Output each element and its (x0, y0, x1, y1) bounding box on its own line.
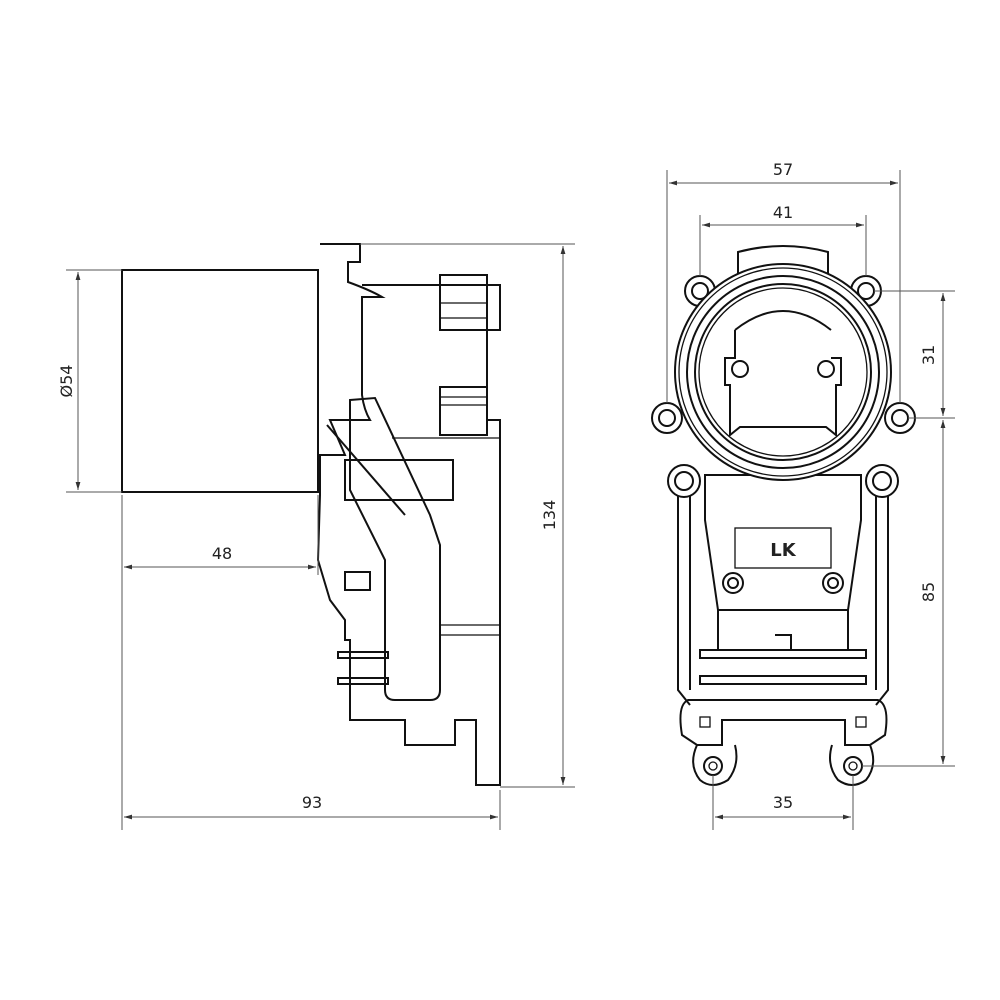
dim-48: 48 (212, 544, 232, 563)
dim-57: 57 (773, 160, 793, 179)
side-clip-mid (439, 386, 488, 436)
dim-134: 134 (540, 500, 559, 531)
logo-plate (734, 527, 832, 569)
pipe-cylinder (121, 269, 319, 493)
brand-logo: LK (770, 540, 796, 561)
side-lever (344, 459, 454, 501)
dim-85: 85 (919, 582, 938, 602)
dim-35: 35 (773, 793, 793, 812)
dim-31: 31 (919, 345, 938, 365)
dim-41: 41 (773, 203, 793, 222)
dim-93: 93 (302, 793, 322, 812)
side-view: Ø54 48 93 134 (57, 243, 575, 830)
dim-diameter: Ø54 (57, 365, 76, 398)
front-view: LK 57 41 31 85 35 (651, 160, 955, 830)
side-valve-body (349, 396, 441, 701)
front-top-stub (737, 245, 829, 280)
side-body-outline (316, 243, 501, 786)
